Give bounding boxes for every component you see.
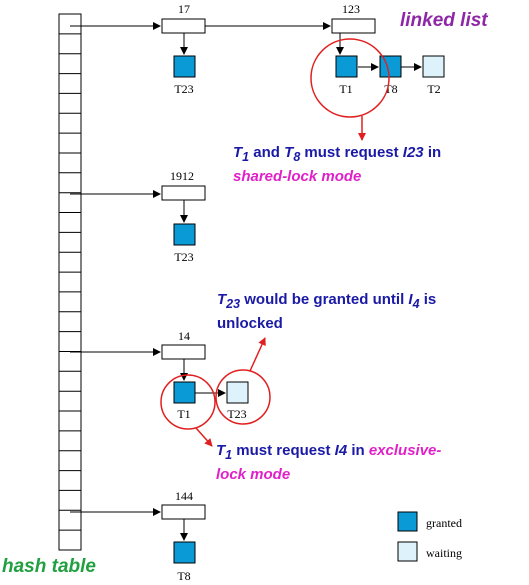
granted-square — [335, 55, 358, 78]
granted-square — [173, 223, 196, 246]
callouts — [160, 38, 390, 447]
granted-square — [397, 511, 418, 532]
granted-square — [379, 55, 402, 78]
annot-item: I23 — [402, 144, 424, 161]
request-txn-label: T23 — [227, 407, 246, 421]
granted-square — [173, 381, 196, 404]
annotation-shared-lock: T1 and T8 must request I23 in shared-loc… — [233, 143, 523, 187]
request-txn-label: T8 — [177, 569, 190, 583]
lock-item-14-label: 14 — [178, 329, 190, 343]
lock-item-123: 123 — [331, 2, 376, 34]
annotation-exclusive-lock: T1 must request I4 in exclusive- lock mo… — [216, 441, 521, 485]
annot-i: I — [408, 291, 413, 308]
request-t23-on-14: T23 — [226, 381, 249, 421]
hash-table — [58, 13, 82, 551]
lock-item-144: 144 — [161, 489, 206, 520]
lock-item-17-label: 17 — [178, 2, 190, 16]
waiting-square — [422, 55, 445, 78]
annot-t1-sub: 1 — [242, 150, 250, 164]
annot-t8: T — [284, 144, 294, 161]
request-t23-on-17: T23 — [173, 55, 196, 96]
request-txn-label: T23 — [174, 82, 193, 96]
annot-t: T — [217, 291, 227, 308]
annot-t1: T — [233, 144, 243, 161]
request-t1-on-123: T1 — [335, 55, 358, 96]
annot-must-request: must request — [232, 442, 335, 459]
annot-and: and — [249, 144, 285, 161]
request-txn-label: T1 — [177, 407, 190, 421]
annot-in: in — [347, 442, 369, 459]
lock-item-17: 17 — [161, 2, 206, 34]
request-t23-on-1912: T23 — [173, 223, 196, 264]
request-txn-label: T23 — [174, 250, 193, 264]
annot-unlocked: unlocked — [217, 315, 283, 332]
lock-item-1912-label: 1912 — [170, 169, 194, 183]
annotation-granted-until: T23 would be granted until I4 is unlocke… — [217, 290, 517, 334]
annot-t-sub: 1 — [225, 448, 233, 462]
request-t2-on-123: T2 — [422, 55, 445, 96]
legend-waiting-label: waiting — [426, 546, 462, 560]
annot-exclusive-mode-1: exclusive- — [368, 442, 442, 459]
legend: granted waiting — [397, 511, 462, 562]
request-t1-on-14: T1 — [173, 381, 196, 421]
annot-t-sub: 23 — [226, 297, 241, 311]
annot-is: is — [419, 291, 437, 308]
annot-must-request: must request — [300, 144, 403, 161]
request-txn-label: T2 — [427, 82, 440, 96]
request-txn-label: T1 — [339, 82, 352, 96]
request-t8-on-144: T8 — [173, 541, 196, 583]
callout-circle-t1-on-14 — [160, 374, 216, 430]
legend-granted-label: granted — [426, 516, 462, 530]
annot-t: T — [216, 442, 226, 459]
lock-item-123-label: 123 — [342, 2, 360, 16]
annot-t8-sub: 8 — [293, 150, 301, 164]
annot-granted-text: would be granted until — [240, 291, 409, 308]
request-t8-on-123: T8 — [379, 55, 402, 96]
callout-arrow-t1-on-14 — [195, 427, 213, 447]
granted-square — [173, 541, 196, 564]
annot-exclusive-mode-2: lock mode — [216, 466, 291, 483]
annot-item: I4 — [334, 442, 348, 459]
lock-item-1912: 1912 — [161, 169, 206, 201]
lock-item-144-label: 144 — [175, 489, 193, 503]
annot-in: in — [423, 144, 442, 161]
granted-square — [173, 55, 196, 78]
hash-table-label: hash table — [2, 556, 96, 577]
callout-circle-t23-waiting — [215, 369, 271, 425]
waiting-square — [397, 541, 418, 562]
callout-arrow-t23 — [249, 337, 266, 372]
linked-list-label: linked list — [400, 10, 488, 31]
annot-i-sub: 4 — [412, 297, 420, 311]
callout-circle-t1-t8 — [310, 38, 390, 118]
waiting-square — [226, 381, 249, 404]
bucket-links — [70, 22, 422, 541]
annot-shared-mode: shared-lock mode — [233, 168, 362, 185]
lock-item-14: 14 — [161, 329, 206, 360]
